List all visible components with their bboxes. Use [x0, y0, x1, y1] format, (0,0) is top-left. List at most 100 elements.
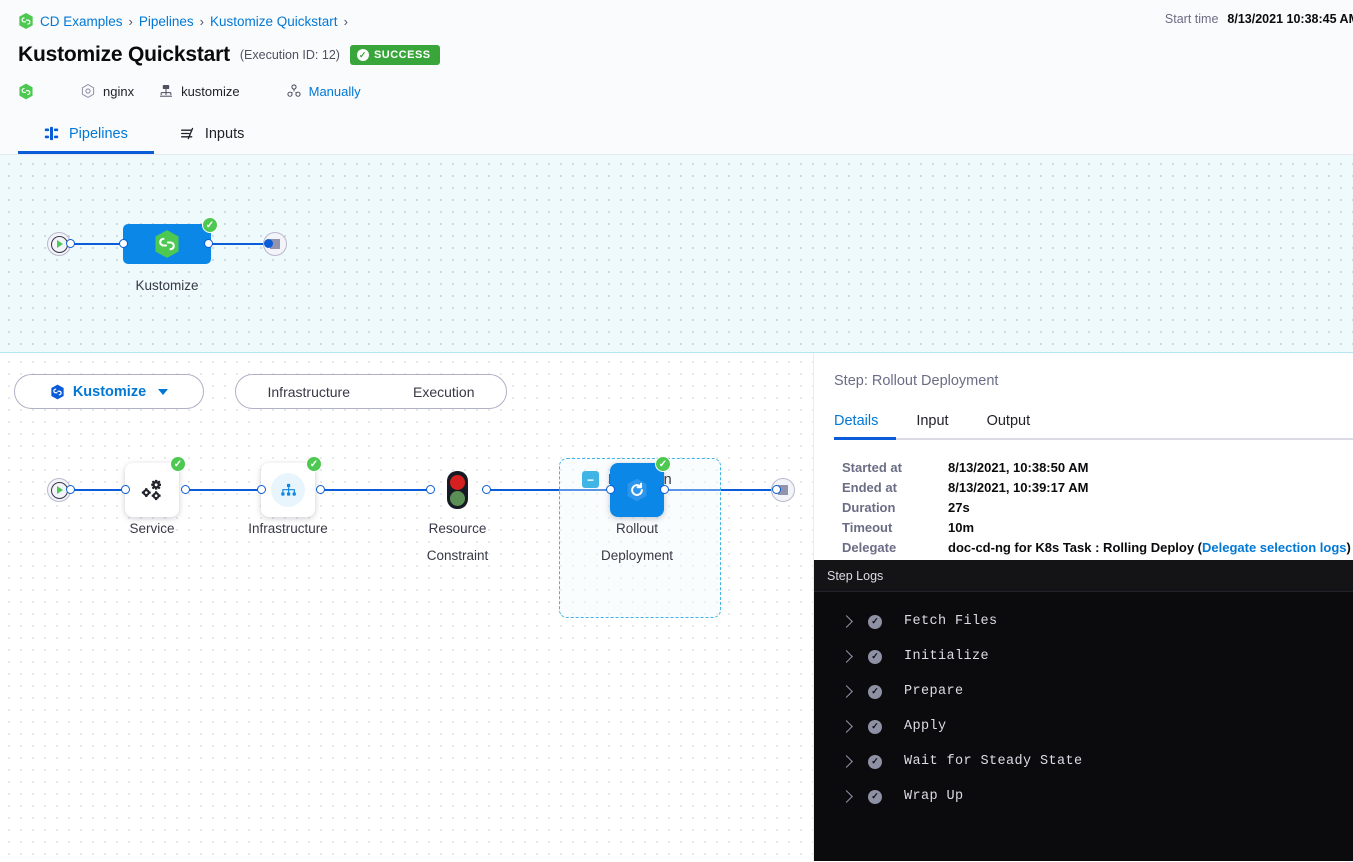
details-value: 8/13/2021, 10:39:17 AM — [948, 480, 1089, 495]
graph-edge — [320, 489, 430, 491]
edge-dot — [181, 485, 190, 494]
check-circle-icon: ✓ — [868, 789, 882, 804]
stage-node-rollout-deployment[interactable]: ✓ Rollout Deployment — [601, 456, 673, 563]
title-row: Kustomize Quickstart (Execution ID: 12) … — [18, 41, 1353, 69]
status-badge-label: SUCCESS — [373, 49, 431, 61]
graph-edge — [486, 489, 616, 491]
start-time: Start time 8/13/2021 10:38:45 AM — [1165, 12, 1353, 26]
delegate-selection-logs-link[interactable]: Delegate selection logs — [1202, 540, 1347, 555]
stage-canvas[interactable]: Kustomize Infrastructure Execution — [0, 353, 814, 861]
panel-title: Step: Rollout Deployment — [834, 373, 999, 389]
tab-details[interactable]: Details — [834, 407, 897, 440]
details-value: doc-cd-ng for K8s Task : Rolling Deploy … — [948, 540, 1351, 555]
graph-edge — [664, 489, 778, 491]
log-row[interactable]: ✓ Fetch Files — [814, 604, 1353, 639]
pipeline-canvas[interactable]: ✓ Kustomize — [0, 155, 1353, 353]
toggle-infrastructure[interactable]: Infrastructure — [267, 383, 350, 400]
chevron-right-icon[interactable] — [840, 720, 853, 733]
log-row[interactable]: ✓ Apply — [814, 709, 1353, 744]
step-logs-list: ✓ Fetch Files ✓ Initialize ✓ Prepare ✓ A… — [814, 592, 1353, 814]
meta-label-kustomize: kustomize — [181, 83, 240, 99]
breadcrumb-separator: › — [343, 13, 348, 29]
meta-item-service: nginx — [80, 83, 134, 99]
log-row-label: Prepare — [904, 684, 964, 699]
meta-label-trigger[interactable]: Manually — [308, 83, 361, 99]
chevron-right-icon[interactable] — [840, 755, 853, 768]
chevron-right-icon[interactable] — [840, 685, 853, 698]
check-circle-icon: ✓ — [306, 456, 322, 472]
panel-header: Step: Rollout Deployment Details Input O… — [814, 353, 1353, 440]
details-key: Duration — [842, 500, 896, 515]
check-circle-icon: ✓ — [655, 456, 671, 472]
tab-output[interactable]: Output — [986, 413, 1031, 429]
edge-dot — [482, 485, 491, 494]
panel-tabs: Details Input Output — [834, 407, 1353, 440]
log-row[interactable]: ✓ Initialize — [814, 639, 1353, 674]
chevron-right-icon[interactable] — [840, 790, 853, 803]
chevron-right-icon[interactable] — [840, 615, 853, 628]
execution-id: (Execution ID: 12) — [239, 48, 340, 62]
start-time-value: 8/13/2021 10:38:45 AM — [1227, 12, 1353, 26]
breadcrumb-separator: › — [199, 13, 205, 29]
edge-dot — [66, 239, 75, 248]
edge-dot — [204, 239, 213, 248]
kustomize-stage-icon: ✓ — [123, 217, 218, 264]
service-gears-icon: ✓ — [125, 456, 186, 517]
harness-hex-logo-icon — [18, 83, 34, 100]
check-circle-icon: ✓ — [868, 684, 882, 699]
breadcrumb-separator: › — [128, 13, 133, 29]
execution-meta-row: nginx kustomize Manually — [18, 80, 1353, 102]
chevron-right-icon[interactable] — [840, 650, 853, 663]
breadcrumb-item-kustomize-quickstart[interactable]: Kustomize Quickstart — [210, 13, 338, 29]
edge-dot — [119, 239, 128, 248]
delegate-text-suffix: ) — [1346, 540, 1351, 555]
log-row[interactable]: ✓ Wait for Steady State — [814, 744, 1353, 779]
infrastructure-tree-icon: ✓ — [261, 456, 322, 517]
details-value: 10m — [948, 520, 975, 535]
collapse-icon[interactable]: − — [582, 471, 599, 488]
breadcrumb-item-pipelines[interactable]: Pipelines — [138, 13, 194, 29]
step-logs-title: Step Logs — [814, 560, 1353, 592]
stage-node-label-rollout-deployment: Rollout Deployment — [577, 515, 697, 569]
start-time-label: Start time — [1164, 12, 1219, 26]
stage-start-node[interactable] — [47, 478, 71, 502]
graph-edge — [208, 243, 268, 245]
toggle-execution[interactable]: Execution — [413, 383, 475, 400]
pipeline-icon — [44, 126, 60, 142]
label-line-2: Deployment — [600, 548, 674, 563]
edge-dot — [257, 485, 266, 494]
pipeline-stage-node-kustomize[interactable]: ✓ Kustomize — [123, 217, 218, 293]
step-details-panel: Step: Rollout Deployment Details Input O… — [814, 353, 1353, 861]
details-row-delegate: Delegate doc-cd-ng for K8s Task : Rollin… — [842, 540, 1353, 555]
stage-node-resource-constraint[interactable]: Resource Constraint — [427, 471, 488, 563]
breadcrumb-item-cd-examples[interactable]: CD Examples — [40, 13, 123, 29]
kustomize-stage-icon — [50, 384, 65, 400]
check-circle-icon: ✓ — [868, 614, 882, 629]
delegate-text: doc-cd-ng for K8s Task : Rolling Deploy … — [948, 540, 1202, 555]
stage-node-label-service: Service — [129, 521, 175, 536]
details-key: Started at — [842, 460, 902, 475]
meta-item-harness — [18, 83, 34, 100]
stage-selector-dropdown[interactable]: Kustomize — [14, 374, 204, 409]
stage-bar: Kustomize Infrastructure Execution — [14, 374, 507, 409]
stage-selector-label: Kustomize — [72, 383, 147, 400]
stage-node-service[interactable]: ✓ Service — [125, 456, 186, 536]
tab-pipelines[interactable]: Pipelines — [18, 116, 154, 154]
log-row[interactable]: ✓ Wrap Up — [814, 779, 1353, 814]
details-key: Ended at — [842, 480, 897, 495]
edge-dot — [426, 485, 435, 494]
stage-section-toggle: Infrastructure Execution — [235, 374, 507, 409]
meta-item-trigger[interactable]: Manually — [286, 83, 361, 99]
edge-dot — [660, 485, 669, 494]
tab-pipelines-label: Pipelines — [69, 126, 128, 142]
stage-node-infrastructure[interactable]: ✓ Infrastructure — [248, 456, 328, 536]
tab-inputs[interactable]: Inputs — [154, 116, 271, 154]
check-circle-icon: ✓ — [356, 49, 369, 61]
details-value: 8/13/2021, 10:38:50 AM — [948, 460, 1089, 475]
log-row-label: Wrap Up — [904, 789, 964, 804]
tab-input[interactable]: Input — [916, 413, 949, 429]
log-row-label: Wait for Steady State — [904, 754, 1083, 769]
graph-edge — [185, 489, 265, 491]
inputs-icon — [180, 126, 196, 142]
log-row[interactable]: ✓ Prepare — [814, 674, 1353, 709]
